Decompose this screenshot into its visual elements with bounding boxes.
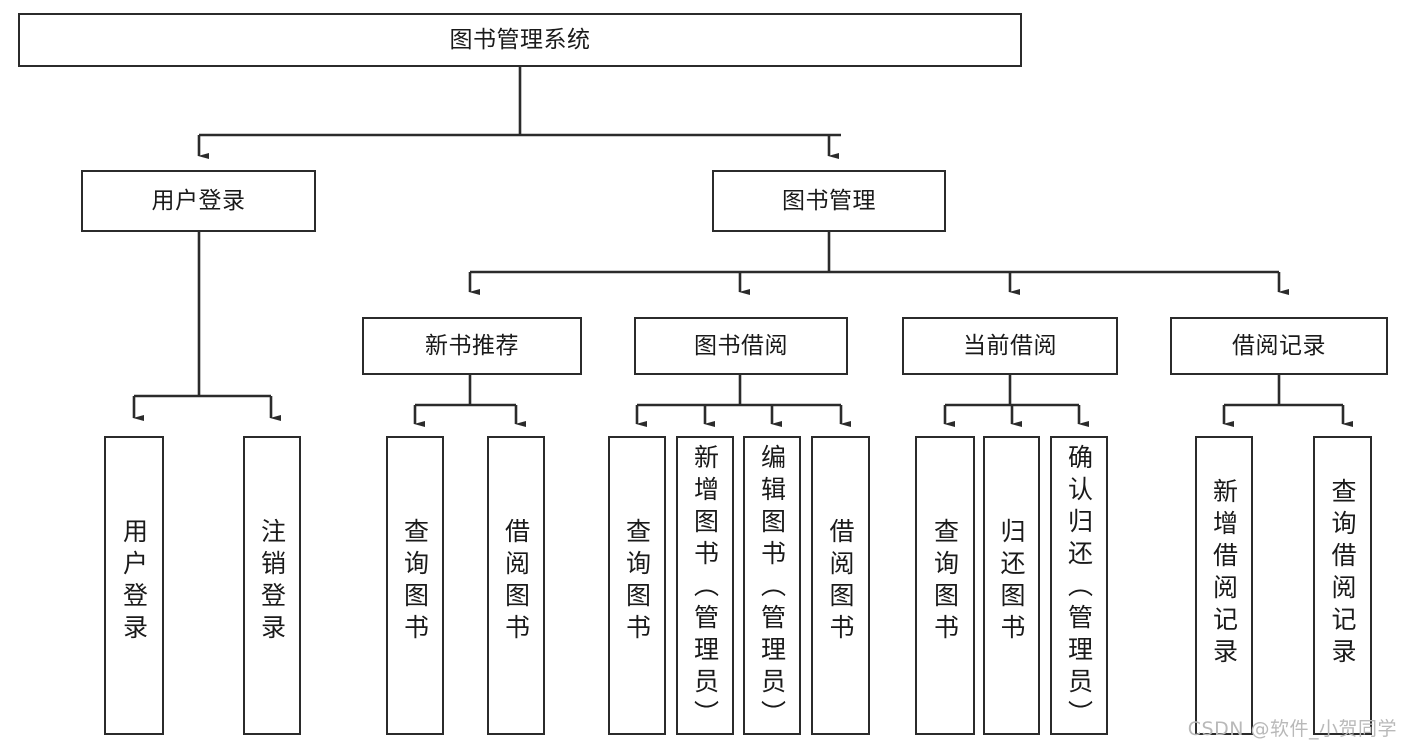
node-new-book-recommend[interactable]: 新书推荐 (362, 317, 582, 375)
node-label: 图书管理 (782, 187, 876, 214)
leaf-query-book-3[interactable]: 查询图书 (915, 436, 975, 735)
node-label: 图书管理系统 (449, 26, 591, 53)
leaf-return-book[interactable]: 归还图书 (983, 436, 1040, 735)
leaf-user-login[interactable]: 用户登录 (104, 436, 164, 735)
node-label: 确认归还（管理员） (1064, 444, 1094, 732)
node-label: 查询图书 (622, 518, 652, 646)
node-label: 新增图书（管理员） (690, 444, 720, 732)
node-label: 用户登录 (119, 518, 149, 646)
leaf-add-book[interactable]: 新增图书（管理员） (676, 436, 734, 735)
node-label: 新书推荐 (425, 332, 519, 359)
leaf-borrow-book-1[interactable]: 借阅图书 (487, 436, 545, 735)
leaf-edit-book[interactable]: 编辑图书（管理员） (743, 436, 801, 735)
node-label: 归还图书 (997, 518, 1026, 646)
node-label: 当前借阅 (963, 332, 1057, 359)
leaf-borrow-book-2[interactable]: 借阅图书 (811, 436, 870, 735)
node-root-system[interactable]: 图书管理系统 (18, 13, 1022, 67)
leaf-logout-login[interactable]: 注销登录 (243, 436, 301, 735)
node-label: 编辑图书（管理员） (757, 444, 787, 732)
node-book-manage[interactable]: 图书管理 (712, 170, 946, 232)
node-label: 借阅图书 (501, 518, 531, 646)
leaf-query-book-2[interactable]: 查询图书 (608, 436, 666, 735)
node-label: 借阅图书 (826, 518, 855, 646)
node-label: 查询图书 (930, 518, 960, 646)
leaf-query-book-1[interactable]: 查询图书 (386, 436, 444, 735)
leaf-query-record[interactable]: 查询借阅记录 (1313, 436, 1372, 735)
node-book-borrow[interactable]: 图书借阅 (634, 317, 848, 375)
node-label: 注销登录 (257, 518, 287, 646)
node-label: 图书借阅 (694, 332, 788, 359)
leaf-confirm-return[interactable]: 确认归还（管理员） (1050, 436, 1108, 735)
node-label: 新增借阅记录 (1209, 478, 1239, 670)
node-current-borrow[interactable]: 当前借阅 (902, 317, 1118, 375)
node-label: 借阅记录 (1232, 332, 1326, 359)
node-borrow-record[interactable]: 借阅记录 (1170, 317, 1388, 375)
node-label: 查询借阅记录 (1328, 478, 1357, 670)
node-user-login[interactable]: 用户登录 (81, 170, 316, 232)
node-label: 查询图书 (400, 518, 430, 646)
leaf-add-record[interactable]: 新增借阅记录 (1195, 436, 1253, 735)
node-label: 用户登录 (151, 187, 246, 214)
watermark-text: CSDN @软件_小贺同学 (1187, 718, 1397, 740)
